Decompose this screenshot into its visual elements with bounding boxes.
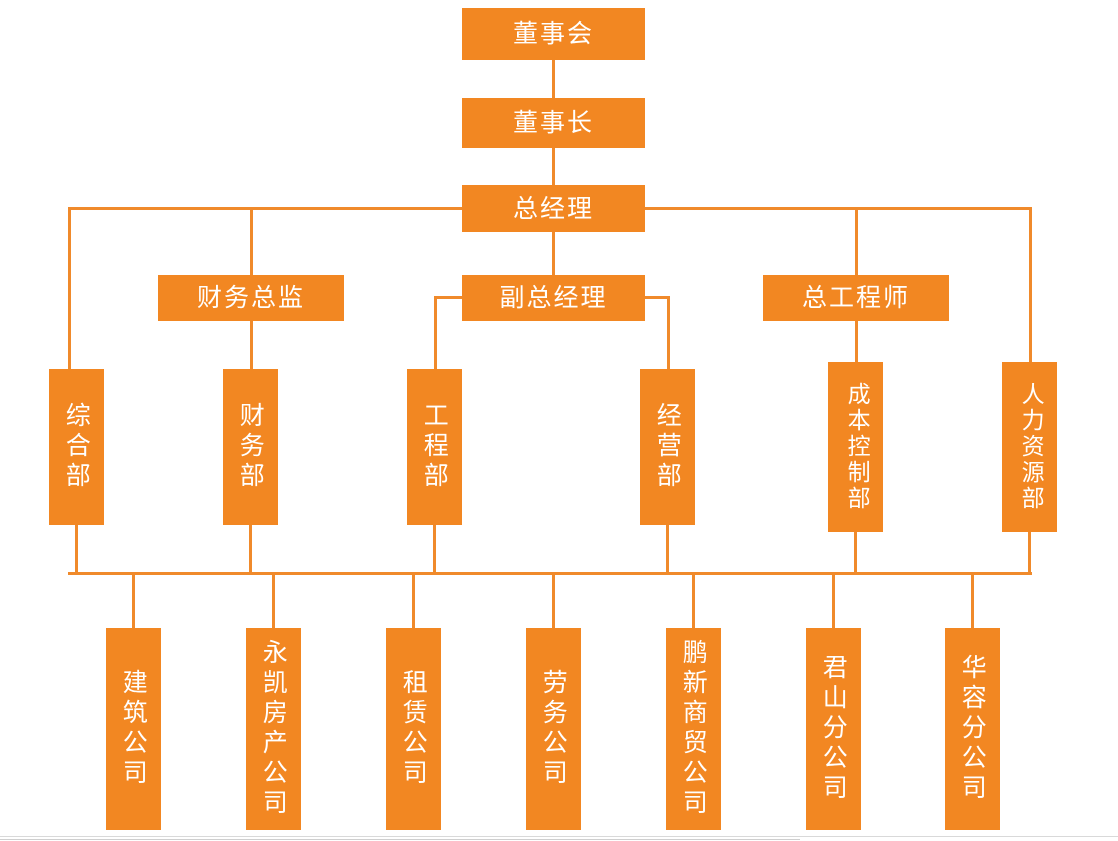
page-boundary-rule — [0, 836, 1118, 837]
connector-operations-to-bus — [666, 525, 669, 574]
department-box-engineering[interactable]: 工程部 — [407, 369, 462, 525]
node-label: 综合部 — [62, 402, 92, 492]
node-label: 财务部 — [236, 402, 266, 492]
connector-bus-to-pengxin-trading — [692, 572, 695, 629]
department-box-finance[interactable]: 财务部 — [223, 369, 278, 525]
connector-general-affairs-to-bus — [75, 525, 78, 574]
connector-chairman-to-gm — [552, 148, 555, 185]
node-deputy-general-manager[interactable]: 副总经理 — [462, 275, 645, 321]
department-box-operations[interactable]: 经营部 — [640, 369, 695, 525]
node-chairman[interactable]: 董事长 — [462, 98, 645, 148]
connector-deputy-to-operations — [667, 296, 670, 369]
connector-deputy-left-arm — [434, 296, 474, 299]
node-label: 鹏新商贸公司 — [679, 639, 709, 819]
subsidiary-box-yongkai-realestate[interactable]: 永凯房产公司 — [246, 628, 301, 830]
connector-bus-subsidiaries — [68, 572, 1032, 575]
node-label: 建筑公司 — [119, 669, 149, 789]
connector-bus-to-labor-services — [552, 572, 555, 629]
connector-finance-to-bus — [249, 525, 252, 574]
subsidiary-box-labor-services[interactable]: 劳务公司 — [526, 628, 581, 830]
node-label: 董事长 — [512, 108, 594, 138]
subsidiary-box-junshan-branch[interactable]: 君山分公司 — [806, 628, 861, 830]
node-label: 经营部 — [653, 402, 683, 492]
department-box-human-resources[interactable]: 人力资源部 — [1002, 362, 1057, 532]
connector-bus-right-drop — [1029, 207, 1032, 369]
node-label: 租赁公司 — [399, 669, 429, 789]
page-boundary-rule-secondary — [0, 839, 800, 840]
connector-engineering-to-bus — [433, 525, 436, 574]
node-cfo[interactable]: 财务总监 — [158, 275, 344, 321]
node-chief-engineer[interactable]: 总工程师 — [763, 275, 949, 321]
node-label: 副总经理 — [499, 283, 608, 313]
subsidiary-box-huarong-branch[interactable]: 华容分公司 — [945, 628, 1000, 830]
connector-cost-control-to-bus — [854, 532, 857, 574]
node-label: 总经理 — [512, 193, 594, 223]
node-general-manager[interactable]: 总经理 — [462, 185, 645, 232]
connector-bus-to-huarong-branch — [971, 572, 974, 629]
node-label: 华容分公司 — [958, 654, 988, 804]
connector-bus-to-construction — [132, 572, 135, 629]
node-label: 总工程师 — [801, 283, 910, 313]
node-label: 君山分公司 — [819, 654, 849, 804]
department-box-cost-control[interactable]: 成本控制部 — [828, 362, 883, 532]
subsidiary-box-pengxin-trading[interactable]: 鹏新商贸公司 — [666, 628, 721, 830]
node-label: 董事会 — [512, 19, 594, 49]
node-label: 劳务公司 — [539, 669, 569, 789]
node-label: 成本控制部 — [843, 382, 870, 512]
subsidiary-box-leasing[interactable]: 租赁公司 — [386, 628, 441, 830]
connector-bus-to-leasing — [412, 572, 415, 629]
node-label: 财务总监 — [196, 283, 305, 313]
node-label: 永凯房产公司 — [259, 639, 289, 819]
subsidiary-box-construction[interactable]: 建筑公司 — [106, 628, 161, 830]
connector-bus-to-yongkai-realestate — [272, 572, 275, 629]
connector-gm-to-deputy — [552, 207, 555, 277]
node-label: 人力资源部 — [1017, 382, 1044, 512]
department-box-general-affairs[interactable]: 综合部 — [49, 369, 104, 525]
node-label: 工程部 — [420, 402, 450, 492]
connector-human-resources-to-bus — [1028, 532, 1031, 574]
connector-bus-left-drop — [68, 207, 71, 369]
connector-bus-to-junshan-branch — [832, 572, 835, 629]
connector-deputy-right-arm — [636, 296, 670, 299]
connector-deputy-to-engineering — [434, 296, 437, 369]
node-board-of-directors[interactable]: 董事会 — [462, 8, 645, 60]
connector-board-to-chairman — [552, 60, 555, 98]
